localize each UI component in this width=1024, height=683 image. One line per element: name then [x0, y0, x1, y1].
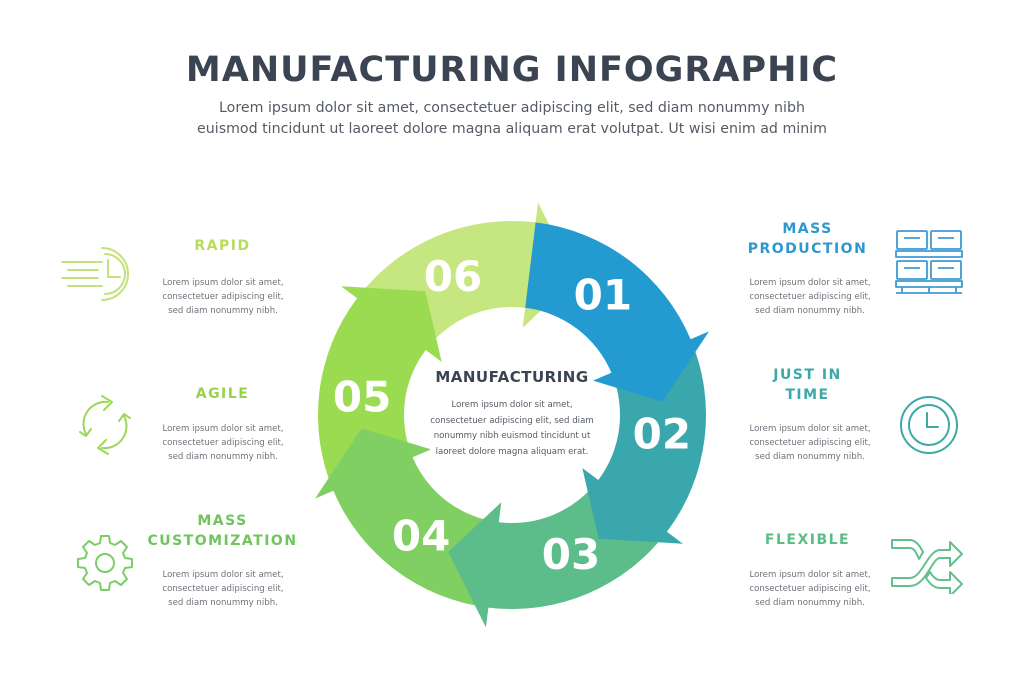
cycle-number-06: 06 [424, 252, 482, 301]
desc-line: Lorem ipsum dolor sit amet, [162, 278, 284, 288]
item-just-in-time-desc: Lorem ipsum dolor sit amet, consectetuer… [730, 422, 890, 464]
cycle-arrows [315, 202, 709, 628]
item-title-line: TIME [785, 387, 830, 403]
page-subtitle: Lorem ipsum dolor sit amet, consectetuer… [150, 98, 874, 140]
desc-line: Lorem ipsum dolor sit amet, [162, 570, 284, 580]
crossing-arrows-icon [891, 539, 963, 594]
item-title-line: PRODUCTION [747, 241, 868, 257]
page-title: MANUFACTURING INFOGRAPHIC [185, 50, 839, 90]
item-mass-customization-desc: Lorem ipsum dolor sit amet, consectetuer… [143, 568, 303, 610]
item-title-line: JUST IN [773, 367, 842, 383]
desc-line: sed diam nonummy nibh. [755, 306, 865, 316]
desc-line: consectetuer adipiscing elit, [749, 584, 871, 594]
cycle-arrow-05 [317, 286, 442, 491]
subtitle-line: euismod tincidunt ut laoreet dolore magn… [197, 121, 827, 137]
center-line: consectetuer adipiscing elit, sed diam [430, 415, 594, 426]
item-agile-title: AGILE [150, 384, 295, 404]
desc-line: sed diam nonummy nibh. [168, 306, 278, 316]
center-description: Lorem ipsum dolor sit amet, consectetuer… [412, 398, 612, 460]
desc-line: consectetuer adipiscing elit, [749, 438, 871, 448]
item-just-in-time-title: JUST IN TIME [735, 365, 880, 405]
desc-line: consectetuer adipiscing elit, [162, 438, 284, 448]
gear-icon [77, 535, 133, 591]
desc-line: sed diam nonummy nibh. [755, 598, 865, 608]
desc-line: Lorem ipsum dolor sit amet, [749, 570, 871, 580]
cycle-numbers: 06 05 04 03 02 01 [333, 252, 691, 579]
center-line: nonummy nibh euismod tincidunt ut [433, 431, 591, 441]
item-title-line: CUSTOMIZATION [147, 533, 298, 549]
cycle-number-02: 02 [633, 409, 691, 458]
item-title-line: MASS [197, 513, 248, 529]
center-line: laoreet dolore magna aliquam erat. [435, 446, 589, 457]
item-title-line: MASS [782, 221, 833, 237]
cycle-number-03: 03 [542, 530, 600, 579]
desc-line: sed diam nonummy nibh. [168, 452, 278, 462]
center-line: Lorem ipsum dolor sit amet, [451, 400, 573, 410]
item-rapid-desc: Lorem ipsum dolor sit amet, consectetuer… [143, 276, 303, 318]
cycle-arrow-04 [315, 428, 499, 608]
item-title-line: AGILE [195, 386, 250, 402]
center-title: MANUFACTURING [435, 368, 589, 386]
desc-line: sed diam nonummy nibh. [755, 452, 865, 462]
cycle-number-05: 05 [333, 373, 391, 422]
item-agile-desc: Lorem ipsum dolor sit amet, consectetuer… [143, 422, 303, 464]
cycle-number-04: 04 [392, 512, 450, 561]
item-title-line: RAPID [194, 238, 251, 254]
desc-line: Lorem ipsum dolor sit amet, [162, 424, 284, 434]
pallet-boxes-icon [895, 230, 963, 294]
desc-line: consectetuer adipiscing elit, [162, 584, 284, 594]
cycle-arrow-01 [525, 222, 709, 402]
item-flexible-title: FLEXIBLE [735, 530, 880, 550]
clock-icon [900, 396, 958, 454]
item-title-line: FLEXIBLE [764, 532, 851, 548]
desc-line: consectetuer adipiscing elit, [162, 292, 284, 302]
subtitle-line: Lorem ipsum dolor sit amet, consectetuer… [219, 100, 805, 116]
refresh-arrows-icon [79, 395, 131, 455]
item-mass-production-desc: Lorem ipsum dolor sit amet, consectetuer… [730, 276, 890, 318]
cycle-number-01: 01 [574, 270, 632, 319]
item-mass-customization-title: MASS CUSTOMIZATION [140, 511, 305, 551]
desc-line: Lorem ipsum dolor sit amet, [749, 424, 871, 434]
desc-line: consectetuer adipiscing elit, [749, 292, 871, 302]
fast-clock-icon [61, 247, 129, 301]
desc-line: Lorem ipsum dolor sit amet, [749, 278, 871, 288]
item-flexible-desc: Lorem ipsum dolor sit amet, consectetuer… [730, 568, 890, 610]
cycle-arrow-02 [582, 339, 707, 544]
item-mass-production-title: MASS PRODUCTION [735, 219, 880, 259]
desc-line: sed diam nonummy nibh. [168, 598, 278, 608]
item-rapid-title: RAPID [150, 236, 295, 256]
